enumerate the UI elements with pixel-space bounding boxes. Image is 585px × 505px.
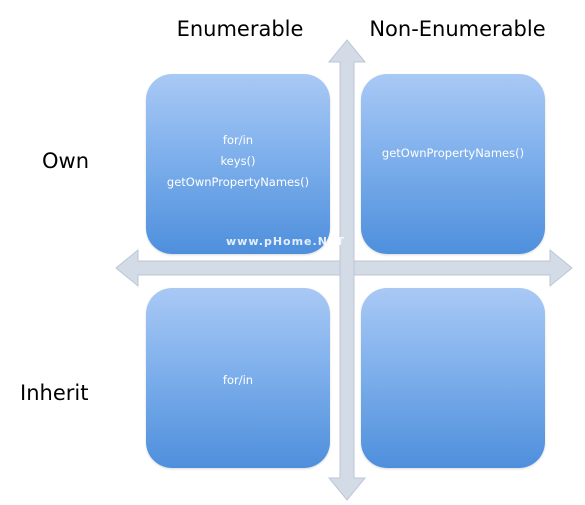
method-label: for/in [222,133,254,147]
watermark: www.pHome.NET [226,235,345,248]
quadrant-methods: for/in [146,370,330,391]
row-header-inherit: Inherit [20,381,89,405]
method-label: getOwnPropertyNames() [166,175,310,189]
column-header-enumerable: Enumerable [176,17,304,41]
column-header-non-enumerable: Non-Enumerable [369,17,546,41]
quadrant-inherit-enumerable: for/in [146,288,330,468]
quadrant-own-enumerable: for/in keys() getOwnPropertyNames() [146,74,330,254]
quadrant-methods: for/in keys() getOwnPropertyNames() [146,130,330,193]
method-label: getOwnPropertyNames() [381,146,525,160]
quadrant-methods: getOwnPropertyNames() [361,143,545,164]
quadrant-own-non-enumerable: getOwnPropertyNames() [361,74,545,254]
method-label: for/in [222,373,254,387]
row-header-own: Own [42,149,90,173]
vertical-axis-arrow [327,39,367,501]
method-label: keys() [220,154,256,168]
quadrant-inherit-non-enumerable [361,288,545,468]
